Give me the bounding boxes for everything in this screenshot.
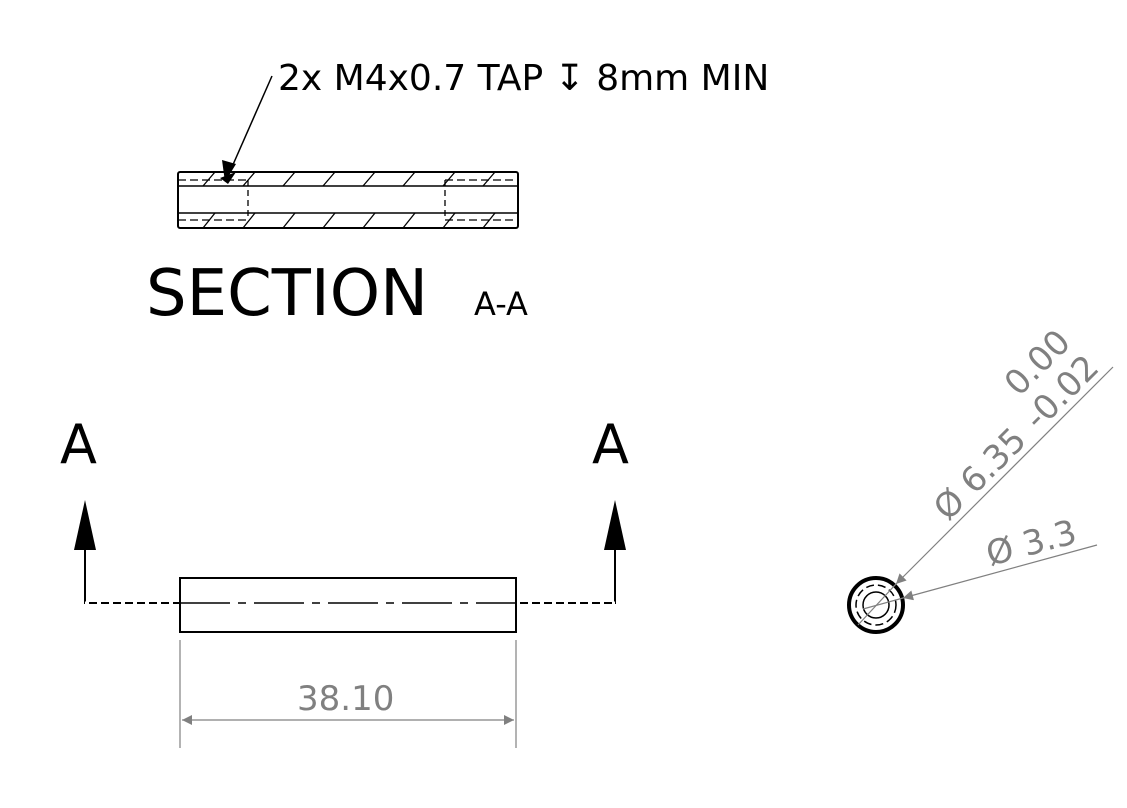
tap-callout-text: 2x M4x0.7 TAP ↧ 8mm MIN <box>278 58 769 99</box>
cut-arrow-left <box>74 500 96 550</box>
outer-diameter-callout: Ø 6.35 -0.02 0.00 <box>926 322 1107 528</box>
length-dimension-text: 38.10 <box>297 679 394 719</box>
cut-label-left: A <box>60 413 97 476</box>
outer-diameter-text: Ø 6.35 <box>926 420 1034 528</box>
callout-leader <box>227 75 273 177</box>
front-view <box>179 577 517 633</box>
inner-diameter-callout: Ø 3.3 <box>982 512 1081 574</box>
inner-diameter-text: Ø 3.3 <box>982 512 1081 574</box>
tap-callout: 2x M4x0.7 TAP ↧ 8mm MIN <box>220 58 769 184</box>
hatching <box>202 171 496 229</box>
cut-plane-line <box>74 500 626 604</box>
cut-label-right: A <box>592 413 629 476</box>
cut-arrow-right <box>604 500 626 550</box>
section-label: A-A <box>474 285 528 323</box>
end-view <box>847 576 905 634</box>
section-title: SECTION <box>146 257 428 331</box>
diameter-leaders <box>857 366 1114 626</box>
section-view <box>177 171 519 229</box>
length-dimension <box>179 640 517 748</box>
callout-arrowhead <box>220 172 236 184</box>
